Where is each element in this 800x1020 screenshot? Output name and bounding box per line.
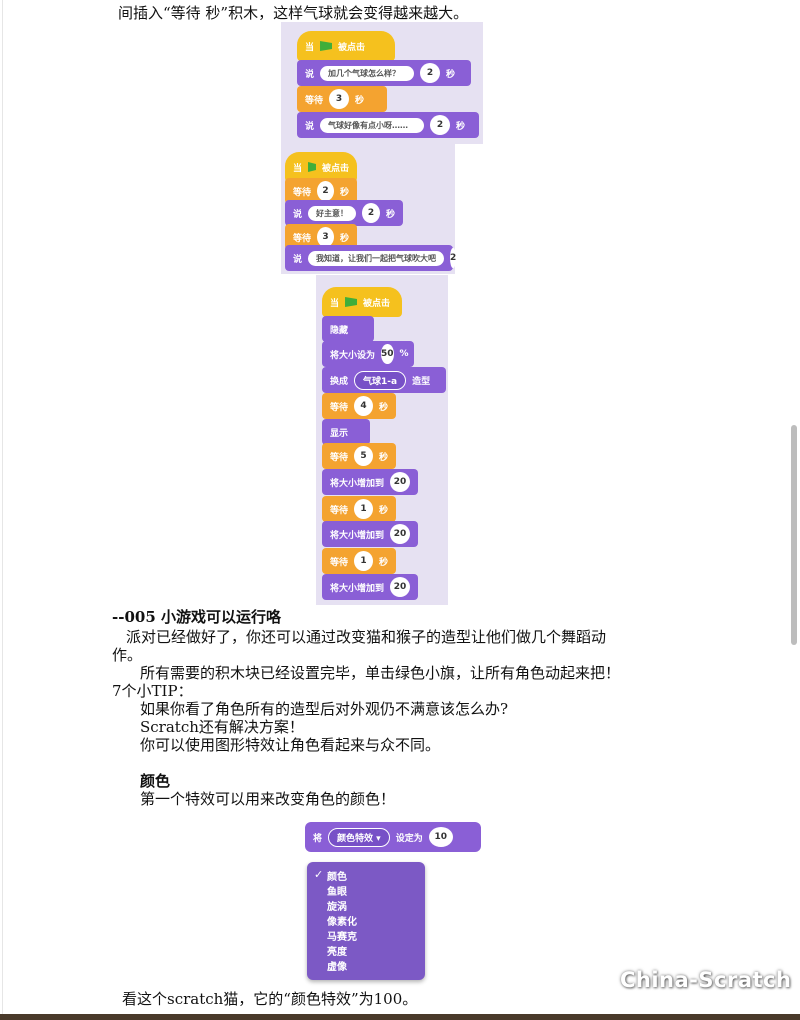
- effect-value-input[interactable]: 10: [428, 827, 453, 847]
- paragraph-line: 第一个特效可以用来改变角色的颜色！: [140, 790, 396, 808]
- subheading: 颜色: [140, 772, 171, 790]
- menu-item-fisheye[interactable]: 鱼眼: [327, 887, 347, 898]
- menu-item-mosaic[interactable]: 马赛克: [327, 932, 357, 943]
- paragraph-line: 作。: [112, 646, 143, 664]
- paragraph-line: 如果你看了角色所有的造型后对外观仍不满意该怎么办?: [140, 700, 509, 718]
- scrollbar-thumb[interactable]: [791, 425, 797, 645]
- section-heading: --005 小游戏可以运行咯: [112, 608, 281, 626]
- menu-item-pixelate[interactable]: 像素化: [327, 917, 357, 928]
- checkmark-icon: ✓: [314, 868, 324, 881]
- paragraph-line: 所有需要的积木块已经设置完毕，单击绿色小旗，让所有角色动起来把！: [140, 664, 621, 682]
- watermark: China-Scratch: [620, 968, 792, 992]
- paragraph-line: 你可以使用图形特效让角色看起来与众不同。: [140, 736, 441, 754]
- paragraph-line: 派对已经做好了，你还可以通过改变猫和猴子的造型让他们做几个舞蹈动: [126, 628, 607, 646]
- page-edge: [2, 0, 3, 1020]
- menu-item-whirl[interactable]: 旋涡: [327, 902, 347, 913]
- when-flag-clicked-block: 当被点击: [322, 287, 402, 317]
- set-effect-block: 将 颜色特效 ▾ 设定为 10: [305, 822, 481, 852]
- paragraph-line: 7个小TIP：: [112, 682, 193, 700]
- bottom-border: [0, 1014, 800, 1020]
- paragraph-line: 间插入“等待 秒”积木，这样气球就会变得越来越大。: [118, 4, 469, 22]
- when-flag-clicked-block: 当被点击: [297, 31, 395, 61]
- menu-item-color[interactable]: 颜色: [327, 872, 347, 883]
- green-flag-icon: [308, 162, 316, 172]
- green-flag-icon: [320, 41, 333, 51]
- green-flag-icon: [345, 297, 358, 307]
- hide-block: 隐藏: [322, 316, 374, 342]
- show-block: 显示: [322, 419, 370, 445]
- effect-dropdown[interactable]: 颜色特效 ▾: [328, 827, 390, 847]
- paragraph-line: Scratch还有解决方案！: [140, 718, 304, 736]
- effect-dropdown-menu: ✓ 颜色 鱼眼 旋涡 像素化 马赛克 亮度 虚像: [307, 862, 425, 980]
- menu-item-ghost[interactable]: 虚像: [327, 962, 347, 973]
- paragraph-line: 看这个scratch猫，它的“颜色特效”为100。: [122, 990, 418, 1008]
- when-flag-clicked-block: 当被点击: [285, 152, 357, 182]
- menu-item-brightness[interactable]: 亮度: [327, 947, 347, 958]
